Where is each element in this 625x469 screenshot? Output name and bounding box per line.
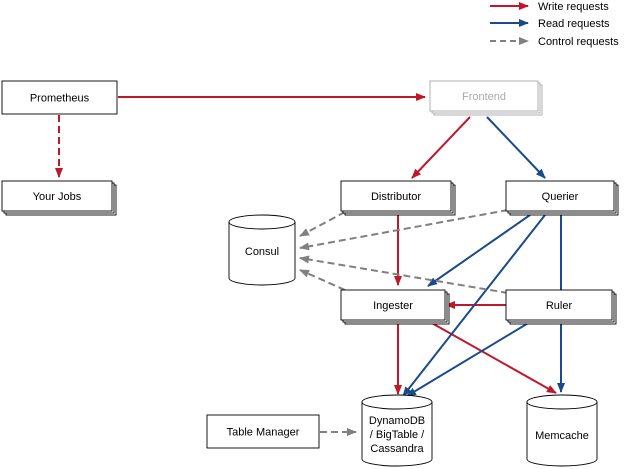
node-storage-label-3: Cassandra bbox=[370, 443, 424, 455]
legend-write-label: Write requests bbox=[538, 1, 609, 13]
legend-read-label: Read requests bbox=[538, 18, 610, 30]
node-querier: Querier bbox=[505, 180, 619, 216]
node-your-jobs: Your Jobs bbox=[1, 180, 117, 216]
node-ingester: Ingester bbox=[340, 289, 450, 325]
node-prometheus: Prometheus bbox=[1, 80, 118, 115]
edge-ruler-consul bbox=[299, 255, 509, 294]
node-table-manager-label: Table Manager bbox=[227, 427, 300, 439]
node-frontend: Frontend bbox=[429, 80, 543, 116]
edge-querier-store bbox=[402, 214, 546, 397]
edge-querier-ingester bbox=[427, 214, 531, 287]
legend: Write requests Read requests Control req… bbox=[490, 1, 619, 48]
edge-ruler-ingester-read bbox=[427, 286, 530, 287]
node-storage-label-1: DynamoDB bbox=[369, 415, 425, 427]
edge-frontend-querier bbox=[486, 116, 546, 179]
node-ingester-label: Ingester bbox=[373, 300, 413, 312]
node-distributor-label: Distributor bbox=[371, 191, 421, 203]
edge-querier-consul bbox=[299, 209, 509, 251]
node-table-manager: Table Manager bbox=[206, 414, 320, 449]
node-storage-label-2: / BigTable / bbox=[370, 429, 425, 441]
node-querier-label: Querier bbox=[542, 191, 579, 203]
node-consul-label: Consul bbox=[245, 246, 279, 258]
node-memcache: Memcache bbox=[526, 394, 598, 467]
node-ruler: Ruler bbox=[505, 289, 617, 325]
node-your-jobs-label: Your Jobs bbox=[33, 191, 82, 203]
node-storage: DynamoDB / BigTable / Cassandra bbox=[361, 394, 433, 467]
legend-control-label: Control requests bbox=[538, 36, 619, 48]
node-ruler-label: Ruler bbox=[546, 300, 573, 312]
node-consul: Consul bbox=[228, 214, 296, 286]
edge-distributor-consul bbox=[299, 211, 346, 237]
edge-frontend-distributor bbox=[411, 116, 471, 179]
node-memcache-label: Memcache bbox=[535, 430, 589, 442]
node-frontend-label: Frontend bbox=[462, 91, 506, 103]
edge-ruler-store bbox=[406, 321, 531, 397]
edge-ingester-memcache bbox=[429, 321, 557, 394]
node-distributor: Distributor bbox=[340, 180, 456, 216]
node-prometheus-label: Prometheus bbox=[30, 93, 90, 105]
edge-ingester-consul bbox=[299, 269, 346, 291]
